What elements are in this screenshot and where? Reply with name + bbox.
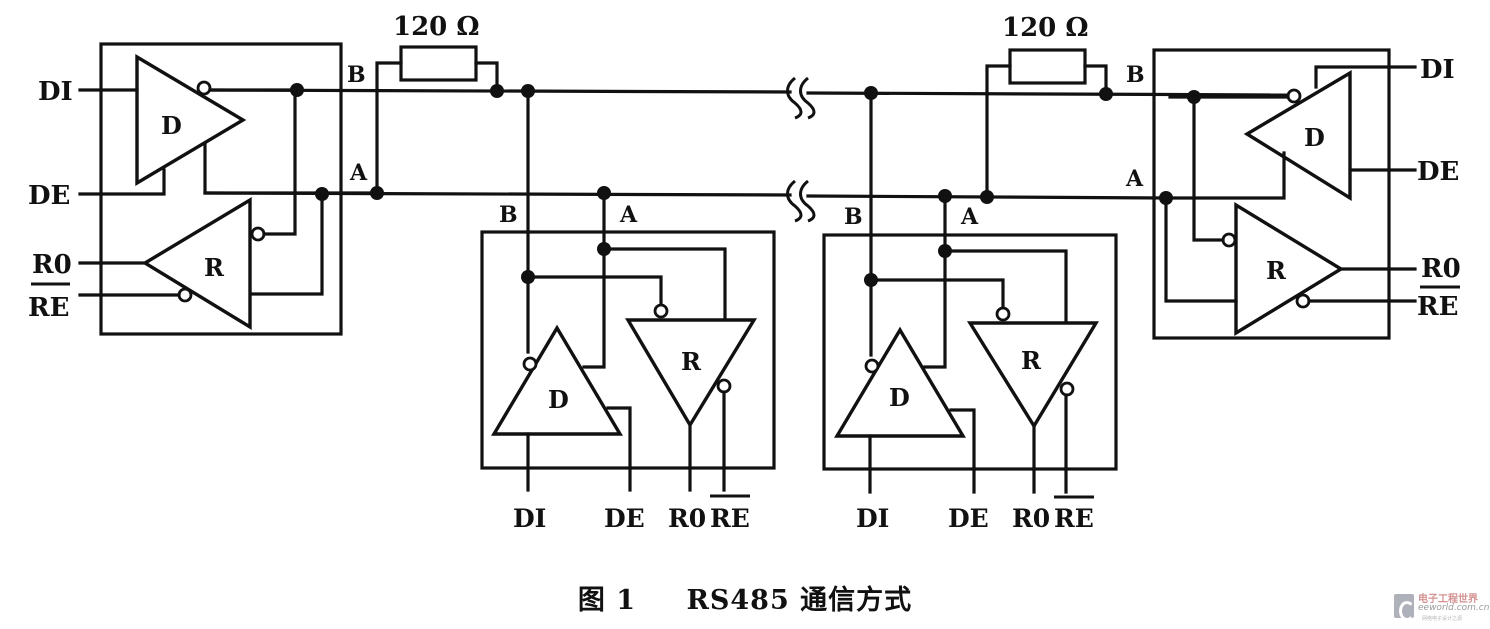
bus-line-b-right <box>806 91 1292 97</box>
pin-ro-left: R0 <box>32 250 72 280</box>
receiver-left <box>141 196 252 331</box>
receiver-middle-left-label: R <box>681 347 702 376</box>
pin-re-left: RE <box>28 293 69 323</box>
bus-a-label-middle-right: A <box>960 204 979 230</box>
driver-middle-left-label: D <box>548 385 569 414</box>
bus-a-label-left: A <box>349 160 368 186</box>
watermark-en: eeworld.com.cn <box>1418 603 1490 613</box>
pin-re-middle-left: RE <box>710 504 750 533</box>
bus-a-label-right: A <box>1125 166 1144 192</box>
pin-di-middle-left: DI <box>513 504 546 533</box>
driver-right <box>1243 70 1352 202</box>
terminator-left-label: 120 Ω <box>393 12 479 42</box>
receiver-middle-left <box>625 318 758 429</box>
pin-de-middle-right: DE <box>948 504 989 533</box>
watermark-sub: 网络电子设计之源 <box>1422 616 1463 622</box>
pin-de-middle-left: DE <box>604 504 645 533</box>
pin-di-middle-right: DI <box>856 504 889 533</box>
watermark-cn: 电子工程世界 <box>1418 594 1478 605</box>
receiver-right-label: R <box>1266 256 1287 285</box>
pin-ro-right: R0 <box>1421 254 1461 284</box>
driver-middle-left <box>491 324 623 436</box>
bus-b-label-right: B <box>1126 62 1145 88</box>
driver-left-label: D <box>161 111 182 140</box>
bus-a-label-middle-left: A <box>619 202 638 228</box>
pin-re-right: RE <box>1417 292 1458 322</box>
bus-b-label-middle-right: B <box>844 204 863 230</box>
transceiver-left-box <box>99 42 343 336</box>
driver-middle-right <box>834 326 966 438</box>
pin-ro-middle-left: R0 <box>668 504 706 533</box>
figure-number: 图 1 <box>577 585 637 616</box>
transceiver-left: D R DI DE R0 RE B A <box>28 42 379 336</box>
receiver-left-label: R <box>204 253 225 282</box>
terminator-right-label: 120 Ω <box>1002 13 1088 43</box>
bus <box>203 76 1292 223</box>
pin-ro-middle-right: R0 <box>1012 504 1050 533</box>
figure-caption: 图 1 RS485 通信方式 <box>0 578 1490 617</box>
watermark-logo: 电子工程世界 eeworld.com.cn 网络电子设计之源 <box>1392 590 1490 626</box>
terminator-right: 120 Ω <box>980 13 1113 204</box>
driver-right-label: D <box>1304 123 1325 152</box>
driver-left <box>135 54 247 186</box>
bus-b-label-middle-left: B <box>499 202 518 228</box>
line-break-a <box>786 179 816 223</box>
receiver-middle-right-label: R <box>1021 346 1042 375</box>
figure-title: RS485 通信方式 <box>686 585 913 616</box>
receiver-middle-right <box>966 321 1100 430</box>
pin-re-middle-right: RE <box>1054 504 1094 533</box>
pin-di-left: DI <box>38 77 73 107</box>
inverted-output-bubble <box>196 80 212 96</box>
transceiver-right: D R DI DE R0 RE B A <box>1125 48 1461 340</box>
bus-b-label-left: B <box>347 62 366 88</box>
line-break-b <box>786 76 816 120</box>
pin-di-right: DI <box>1420 55 1455 85</box>
pin-de-right: DE <box>1417 157 1459 187</box>
terminator-left: 120 Ω <box>370 12 504 200</box>
driver-middle-right-label: D <box>889 383 910 412</box>
transceiver-middle-left: D R B A DI DE R0 RE <box>480 84 776 533</box>
transceiver-middle-right: D R B A DI DE R0 RE <box>822 86 1118 533</box>
eeworld-logo-icon <box>1394 594 1415 621</box>
receiver-right <box>1234 201 1345 337</box>
pin-de-left: DE <box>28 181 70 211</box>
